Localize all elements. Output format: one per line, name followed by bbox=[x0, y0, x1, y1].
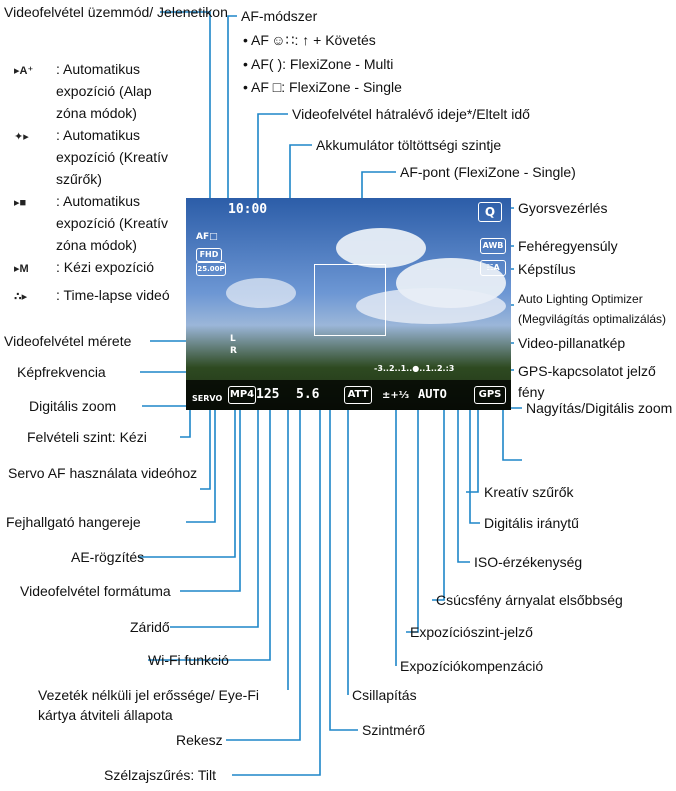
label-gps-light: GPS-kapcsolatot jelző fény bbox=[518, 363, 656, 400]
label-creative-filters: Kreatív szűrők bbox=[484, 484, 574, 500]
osd-picture-style: ☷A bbox=[480, 260, 506, 276]
af-point-frame bbox=[314, 264, 386, 336]
label-rec-level: Felvételi szint: Kézi bbox=[27, 429, 147, 445]
label-alo-1: Auto Lighting Optimizer bbox=[518, 292, 643, 306]
mode-icon-timelapse: ∴▸ bbox=[14, 291, 28, 303]
label-frame-rate: Képfrekvencia bbox=[17, 364, 106, 380]
osd-gps: GPS bbox=[474, 386, 506, 404]
osd-awb: AWB bbox=[480, 238, 506, 254]
label-exp-comp: Expozíciókompenzáció bbox=[400, 658, 544, 674]
label-battery: Akkumulátor töltöttségi szintje bbox=[316, 137, 502, 153]
camera-screen: 10:00 AF□ FHD 25.00P Q AWB ☷A L R -3..2.… bbox=[186, 198, 511, 410]
label-remaining-time: Videofelvétel hátralévő ideje*/Eltelt id… bbox=[292, 106, 530, 122]
osd-af: AF□ bbox=[196, 232, 218, 242]
mode-icon-manual: ▸M bbox=[14, 263, 29, 275]
label-headphone-volume: Fejhallgató hangereje bbox=[6, 514, 141, 530]
label-magnify: Nagyítás/Digitális zoom bbox=[526, 400, 673, 416]
label-wind-filter: Szélzajszűrés: Tilt bbox=[104, 767, 217, 783]
osd-exp-comp: ±+⅓ bbox=[382, 390, 410, 401]
label-alo-2: (Megvilágítás optimalizálás) bbox=[518, 312, 667, 326]
osd-level-r: R bbox=[230, 346, 237, 356]
label-movie-format: Videofelvétel formátuma bbox=[20, 583, 171, 599]
mode-desc-creative-zone: : Automatikus expozíció (Kreatív zóna mó… bbox=[56, 193, 169, 253]
label-attenuator: Csillapítás bbox=[352, 687, 417, 703]
label-af-method: AF-módszer bbox=[241, 8, 318, 24]
osd-exposure-scale: -3..2..1..●..1..2.:3 bbox=[374, 364, 455, 373]
label-level-meter: Szintmérő bbox=[362, 722, 426, 738]
label-white-balance: Fehéregyensúly bbox=[518, 238, 618, 254]
osd-servo: SERVO bbox=[192, 394, 223, 403]
osd-mp4: MP4 bbox=[228, 386, 256, 404]
osd-bottom-bar: SERVO MP4 125 5.6 ATT ±+⅓ AUTO GPS bbox=[186, 380, 511, 410]
osd-iso: AUTO bbox=[418, 387, 447, 401]
mode-desc-creative-filter: : Automatikus expozíció (Kreatív szűrők) bbox=[56, 127, 169, 187]
label-digital-zoom: Digitális zoom bbox=[29, 398, 117, 414]
osd-fhd: FHD bbox=[196, 248, 222, 262]
mode-icon-creative-zone: ▸■ bbox=[14, 197, 27, 209]
osd-quick-control[interactable]: Q bbox=[478, 202, 502, 222]
label-movie-size: Videofelvétel mérete bbox=[4, 333, 132, 349]
osd-fps: 25.00P bbox=[196, 262, 226, 276]
label-video-snapshot: Video-pillanatkép bbox=[518, 335, 626, 351]
label-compass: Digitális iránytű bbox=[484, 515, 579, 531]
mode-icon-creative-filter: ✦▸ bbox=[14, 131, 29, 143]
mode-desc-auto-basic: : Automatikus expozíció (Alap zóna módok… bbox=[56, 61, 152, 121]
mode-desc-manual: : Kézi expozíció bbox=[56, 259, 155, 275]
osd-aperture: 5.6 bbox=[296, 387, 320, 402]
label-scene-icon: Videofelvétel üzemmód/ Jelenetikon bbox=[4, 4, 228, 20]
af-item-3: • AF □: FlexiZone - Single bbox=[243, 79, 402, 95]
af-item-2: • AF( ): FlexiZone - Multi bbox=[243, 56, 394, 72]
label-quick-control: Gyorsvezérlés bbox=[518, 200, 608, 216]
af-item-1: • AF ☺∷: ↑ + Követés bbox=[243, 32, 376, 48]
label-af-point: AF-pont (FlexiZone - Single) bbox=[400, 164, 576, 180]
label-servo-af: Servo AF használata videóhoz bbox=[8, 465, 198, 481]
label-exp-level: Expozíciószint-jelző bbox=[410, 624, 533, 640]
mode-desc-timelapse: : Time-lapse videó bbox=[56, 287, 170, 303]
label-ae-lock: AE-rögzítés bbox=[71, 549, 145, 565]
label-aperture: Rekesz bbox=[176, 732, 223, 748]
mode-icon-auto-basic: ▸A⁺ bbox=[14, 65, 34, 77]
label-iso: ISO-érzékenység bbox=[474, 554, 583, 570]
label-highlight-tone: Csúcsfény árnyalat elsőbbség bbox=[436, 592, 623, 608]
label-shutter: Záridő bbox=[130, 619, 170, 635]
label-picture-style: Képstílus bbox=[518, 261, 576, 277]
osd-att: ATT bbox=[344, 386, 372, 404]
label-wireless-signal: Vezeték nélküli jel erőssége/ Eye-Fi kár… bbox=[38, 687, 259, 723]
osd-time: 10:00 bbox=[228, 202, 268, 217]
label-wifi: Wi-Fi funkció bbox=[148, 652, 229, 668]
osd-shutter: 125 bbox=[256, 387, 280, 402]
osd-level-l: L bbox=[230, 334, 236, 344]
